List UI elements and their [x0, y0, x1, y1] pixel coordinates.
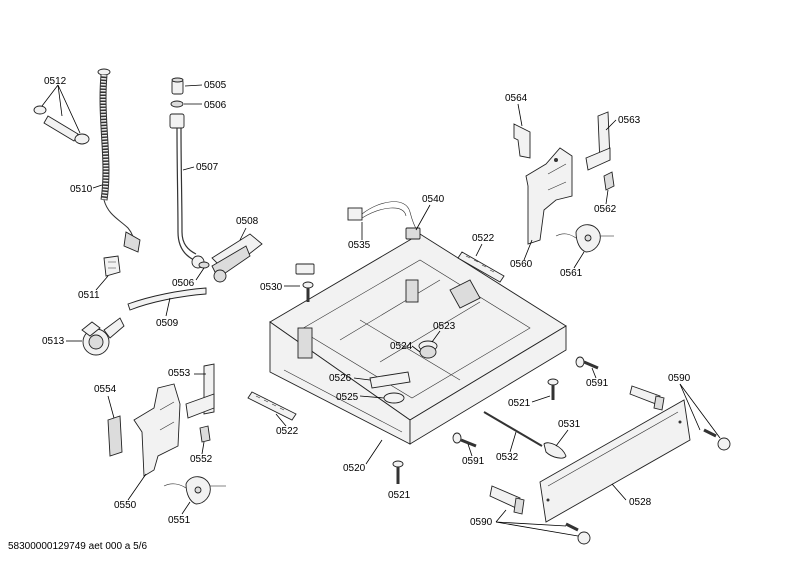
label-0524: 0524 — [390, 341, 413, 352]
part-0532-rod — [483, 411, 543, 447]
part-0506-seal-bottom — [198, 261, 210, 269]
part-0590-foot-right — [703, 428, 731, 451]
label-0535: 0535 — [348, 240, 371, 251]
part-0563-spring-bracket — [585, 111, 611, 171]
label-0564: 0564 — [505, 93, 528, 104]
part-0530-screw — [302, 281, 314, 302]
part-0531-cap — [543, 442, 567, 459]
label-0509: 0509 — [156, 318, 179, 329]
label-0525: 0525 — [336, 392, 359, 403]
part-0507-inlet-tube — [169, 113, 197, 261]
part-0528-kickplate — [539, 399, 691, 523]
part-0554-cover — [107, 415, 123, 457]
label-0508: 0508 — [236, 216, 259, 227]
label-0512: 0512 — [44, 76, 67, 87]
part-0553-spring-bracket — [185, 363, 215, 419]
part-0526-float-arm — [369, 371, 411, 389]
label-0562: 0562 — [594, 204, 617, 215]
label-0554: 0554 — [94, 384, 117, 395]
label-0590a: 0590 — [668, 373, 691, 384]
label-0550: 0550 — [114, 500, 137, 511]
part-0540-connector — [405, 227, 421, 240]
part-0550-hinge-plate — [133, 383, 181, 477]
label-0526: 0526 — [329, 373, 352, 384]
part-0564-bracket — [513, 123, 531, 159]
label-0590b: 0590 — [470, 517, 493, 528]
label-0563: 0563 — [618, 115, 641, 126]
part-0525-float — [383, 392, 405, 404]
label-0530: 0530 — [260, 282, 283, 293]
part-0561-hinge-cam — [555, 224, 614, 253]
label-0560: 0560 — [510, 259, 533, 270]
part-0590-bracket-left — [489, 485, 525, 515]
part-0591-screw-right — [575, 356, 599, 370]
part-0562-clip — [603, 171, 615, 191]
part-0510-corrugated-hose — [97, 68, 141, 253]
part-0511-clip — [103, 255, 121, 277]
label-0540: 0540 — [422, 194, 445, 205]
label-0561: 0561 — [560, 268, 583, 279]
label-0591b: 0591 — [462, 456, 485, 467]
part-0560-hinge-plate — [525, 147, 573, 245]
part-0535-harness — [347, 201, 419, 233]
part-0552-clip — [199, 425, 211, 443]
label-0521b: 0521 — [388, 490, 411, 501]
part-0512-clamps — [33, 84, 90, 145]
part-0521-screw-bottom — [392, 460, 404, 484]
part-0508-valve — [191, 233, 263, 283]
label-0553: 0553 — [168, 368, 191, 379]
label-0510: 0510 — [70, 184, 93, 195]
part-0522-pad-top — [457, 251, 505, 283]
label-0507: 0507 — [196, 162, 219, 173]
label-0552: 0552 — [190, 454, 213, 465]
label-0505: 0505 — [204, 80, 227, 91]
part-0591-screw-left — [452, 432, 477, 448]
part-0590-bracket-right — [629, 385, 665, 411]
part-0551-hinge-cam — [163, 476, 226, 505]
label-0591a: 0591 — [586, 378, 609, 389]
part-0530-bracket — [295, 263, 315, 275]
label-0522a: 0522 — [472, 233, 495, 244]
label-0511: 0511 — [78, 290, 100, 301]
part-0520-base-tub — [269, 233, 567, 445]
label-0523: 0523 — [433, 321, 456, 332]
part-0521-screw-right — [547, 378, 559, 400]
label-0551: 0551 — [168, 515, 191, 526]
label-0521a: 0521 — [508, 398, 531, 409]
label-0522b: 0522 — [276, 426, 299, 437]
label-0528: 0528 — [629, 497, 652, 508]
label-0513: 0513 — [42, 336, 65, 347]
label-0506b: 0506 — [172, 278, 195, 289]
label-0506a: 0506 — [204, 100, 227, 111]
part-0522-pad-left — [247, 391, 297, 421]
label-0532: 0532 — [496, 452, 519, 463]
part-0506-seal-top — [170, 100, 184, 108]
part-0513-drain-pump — [81, 317, 125, 356]
part-0505-nozzle — [171, 77, 184, 95]
document-reference: 58300000129749 aet 000 a 5/6 — [8, 541, 148, 552]
label-0531: 0531 — [558, 419, 581, 430]
label-0520: 0520 — [343, 463, 366, 474]
part-0509-hose — [127, 287, 207, 311]
part-0590-foot-left — [565, 522, 591, 545]
